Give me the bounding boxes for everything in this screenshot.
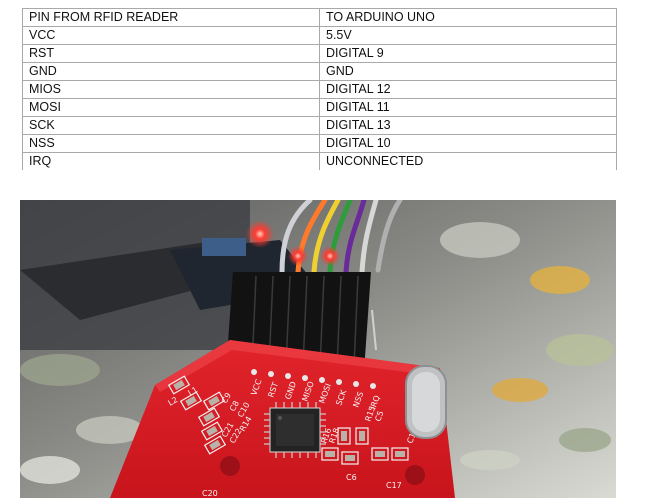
smd-component-bodies xyxy=(173,379,405,461)
rfid-pin-cell: VCC xyxy=(22,26,320,45)
cloth-pattern xyxy=(20,222,614,484)
arduino-pin-cell: 5.5V xyxy=(319,26,617,45)
arduino-pin-cell: GND xyxy=(319,62,617,81)
table-row: RST DIGITAL 9 xyxy=(22,44,617,63)
mounting-hole xyxy=(405,465,425,485)
table-row: NSS DIGITAL 10 xyxy=(22,134,617,153)
table-row: MOSI DIGITAL 11 xyxy=(22,98,617,117)
pin-mapping-table: PIN FROM RFID READER TO ARDUINO UNO VCC … xyxy=(22,8,617,170)
rfid-chip xyxy=(264,402,326,458)
rfid-pin-cell: MIOS xyxy=(22,80,320,99)
component-label: L2 xyxy=(167,395,180,408)
rfid-board: VCC RST GND MISO MOSI SCK NSS IRQ xyxy=(110,340,455,498)
arduino-pin-cell: DIGITAL 10 xyxy=(319,134,617,153)
table-header-row: PIN FROM RFID READER TO ARDUINO UNO xyxy=(22,8,617,27)
rfid-pin-cell: SCK xyxy=(22,116,320,135)
rfid-pin-cell: GND xyxy=(22,62,320,81)
rfid-pin-cell: NSS xyxy=(22,134,320,153)
crystal-oscillator xyxy=(405,365,447,439)
header-connector xyxy=(226,272,377,368)
rfid-pin-cell: RST xyxy=(22,44,320,63)
arduino-pin-cell: DIGITAL 12 xyxy=(319,80,617,99)
rfid-pin-cell: IRQ xyxy=(22,152,320,170)
led-glow xyxy=(288,246,308,266)
rfid-module-illustration: VCC RST GND MISO MOSI SCK NSS IRQ xyxy=(20,200,616,498)
table-row: MIOS DIGITAL 12 xyxy=(22,80,617,99)
component-label: C17 xyxy=(386,481,402,490)
component-label: C5 xyxy=(373,410,385,423)
led-glow xyxy=(246,220,274,248)
mounting-hole xyxy=(220,456,240,476)
arduino-pin-cell: UNCONNECTED xyxy=(319,152,617,170)
smd-components xyxy=(167,375,409,465)
rfid-pin-cell: MOSI xyxy=(22,98,320,117)
blue-component xyxy=(202,238,246,256)
arduino-pin-cell: DIGITAL 11 xyxy=(319,98,617,117)
table-row: IRQ UNCONNECTED xyxy=(22,152,617,170)
arduino-pin-cell: DIGITAL 13 xyxy=(319,116,617,135)
component-label: C20 xyxy=(202,489,218,498)
arduino-pin-cell: DIGITAL 9 xyxy=(319,44,617,63)
rfid-module-photo: VCC RST GND MISO MOSI SCK NSS IRQ xyxy=(20,200,616,498)
table-row: VCC 5.5V xyxy=(22,26,617,45)
led-glow xyxy=(320,246,340,266)
table-row: GND GND xyxy=(22,62,617,81)
header-arduino-pin: TO ARDUINO UNO xyxy=(319,8,617,27)
table-row: SCK DIGITAL 13 xyxy=(22,116,617,135)
component-label: L1 xyxy=(187,385,200,398)
header-rfid-pin: PIN FROM RFID READER xyxy=(22,8,320,27)
component-label: C6 xyxy=(346,473,357,482)
